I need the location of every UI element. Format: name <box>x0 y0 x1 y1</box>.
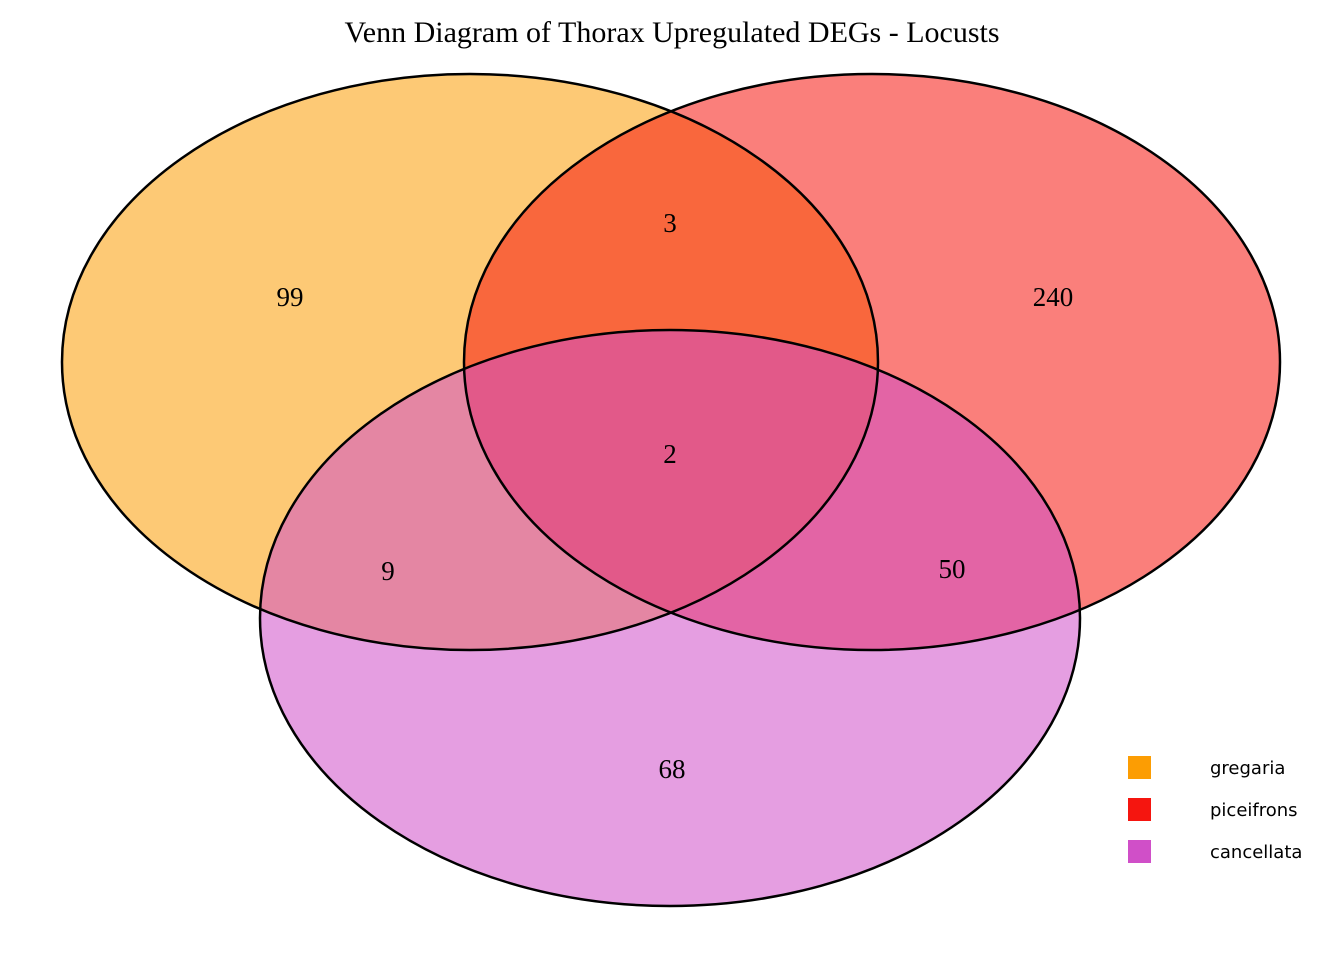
legend-swatch-gregaria <box>1128 756 1151 779</box>
cancellata-ellipse-fill <box>260 330 1080 906</box>
gregaria-ellipse-outline <box>60 72 880 652</box>
region-counts: 99 240 3 2 9 50 68 <box>277 208 1074 784</box>
count-piceifrons-cancellata: 50 <box>939 554 966 584</box>
count-cancellata-only: 68 <box>659 754 686 784</box>
legend-label-cancellata: cancellata <box>1210 842 1302 863</box>
legend-item-piceifrons: piceifrons <box>1128 798 1298 821</box>
cancellata-ellipse-outline <box>258 328 1082 908</box>
legend-swatch-piceifrons <box>1128 798 1151 821</box>
legend-item-cancellata: cancellata <box>1128 840 1302 863</box>
legend-label-gregaria: gregaria <box>1210 758 1285 779</box>
legend-label-piceifrons: piceifrons <box>1210 800 1298 821</box>
count-gregaria-piceifrons: 3 <box>663 208 677 238</box>
piceifrons-ellipse-outline <box>462 72 1282 652</box>
legend-swatch-cancellata <box>1128 840 1151 863</box>
venn-fills <box>62 74 1280 906</box>
venn-outlines <box>60 72 1282 908</box>
count-piceifrons-only: 240 <box>1033 282 1074 312</box>
count-all-three: 2 <box>663 439 677 469</box>
legend: gregaria piceifrons cancellata <box>1128 756 1302 863</box>
page-title: Venn Diagram of Thorax Upregulated DEGs … <box>344 16 999 49</box>
count-gregaria-only: 99 <box>277 282 304 312</box>
count-gregaria-cancellata: 9 <box>381 556 395 586</box>
legend-item-gregaria: gregaria <box>1128 756 1285 779</box>
